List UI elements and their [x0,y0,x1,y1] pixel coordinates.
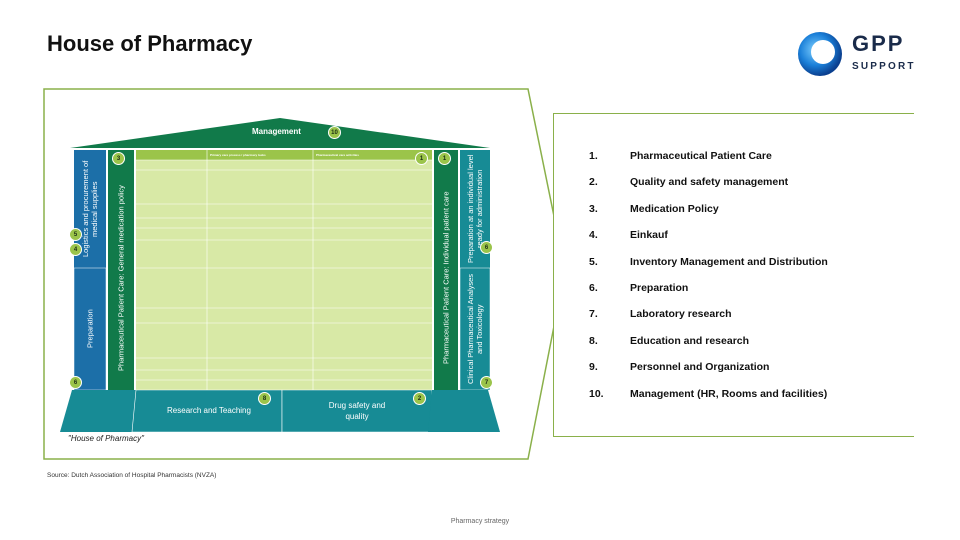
logo-wordmark: GPP [852,31,905,56]
right-pillar-patient-care [434,150,458,390]
list-label: Laboratory research [630,308,732,320]
badge-6-right: 6 [480,241,493,254]
list-number: 4. [589,229,598,241]
roof [70,118,490,148]
badge-3: 3 [112,152,125,165]
roof-label: Management [252,127,301,136]
pillar-clinical-analyses: Clinical Pharmaceutical Analyses and Tox… [466,273,484,385]
base-label-research: Research and Teaching [167,406,251,415]
list-label: Management (HR, Rooms and facilities) [630,388,828,400]
badge-1-left: 1 [415,152,428,165]
pillar-preparation: Preparation [85,309,95,349]
badge-5: 5 [69,228,82,241]
list-number: 1. [589,150,598,162]
base-left [60,390,136,432]
left-pillar-policy [108,150,134,390]
list-number: 7. [589,308,598,320]
house-graphic [60,118,500,433]
grid-header-2: Pharmaceutical care activities [316,153,359,157]
list-number: 5. [589,256,598,268]
list-number: 2. [589,176,598,188]
list-label: Pharmaceutical Patient Care [630,150,772,162]
list-number: 9. [589,361,598,373]
list-label: Medication Policy [630,203,719,215]
center-grid [136,150,432,390]
gpp-support-logo: GPP SUPPORT [796,30,916,76]
badge-4: 4 [69,243,82,256]
source-note: Source: Dutch Association of Hospital Ph… [47,472,217,479]
house-of-pharmacy-diagram: Management 10 Logistics and procurement … [60,118,500,458]
list-number: 8. [589,335,598,347]
page-title: House of Pharmacy [47,31,253,56]
badge-8: 8 [258,392,271,405]
list-number: 6. [589,282,598,294]
footer-text: Pharmacy strategy [450,518,510,525]
base-label-safety: Drug safety and quality [328,401,386,421]
badge-6-left: 6 [69,376,82,389]
list-label: Quality and safety management [630,176,789,188]
list-label: Personnel and Organization [630,361,770,373]
list-label: Education and research [630,335,750,347]
diagram-caption: "House of Pharmacy" [68,434,144,443]
pillar-general-medication-policy: Pharmaceutical Patient Care: General med… [116,185,126,371]
list-number: 10. [589,388,604,400]
base-right [428,390,500,432]
list-label: Einkauf [630,229,668,241]
badge-7: 7 [480,376,493,389]
logo-subtitle: SUPPORT [852,61,916,72]
badge-1-right: 1 [438,152,451,165]
gpp-logo-icon [798,32,842,76]
grid-header-1: Primary care process / pharmacy tasks [210,153,266,157]
badge-10: 10 [328,126,341,139]
list-number: 3. [589,203,598,215]
badge-2: 2 [413,392,426,405]
numbered-list-panel: 1. Pharmaceutical Patient Care 2. Qualit… [553,113,914,437]
list-label: Preparation [630,282,689,294]
list-label: Inventory Management and Distribution [630,256,828,268]
pillar-individual-patient-care: Pharmaceutical Patient Care: Individual … [441,191,451,365]
